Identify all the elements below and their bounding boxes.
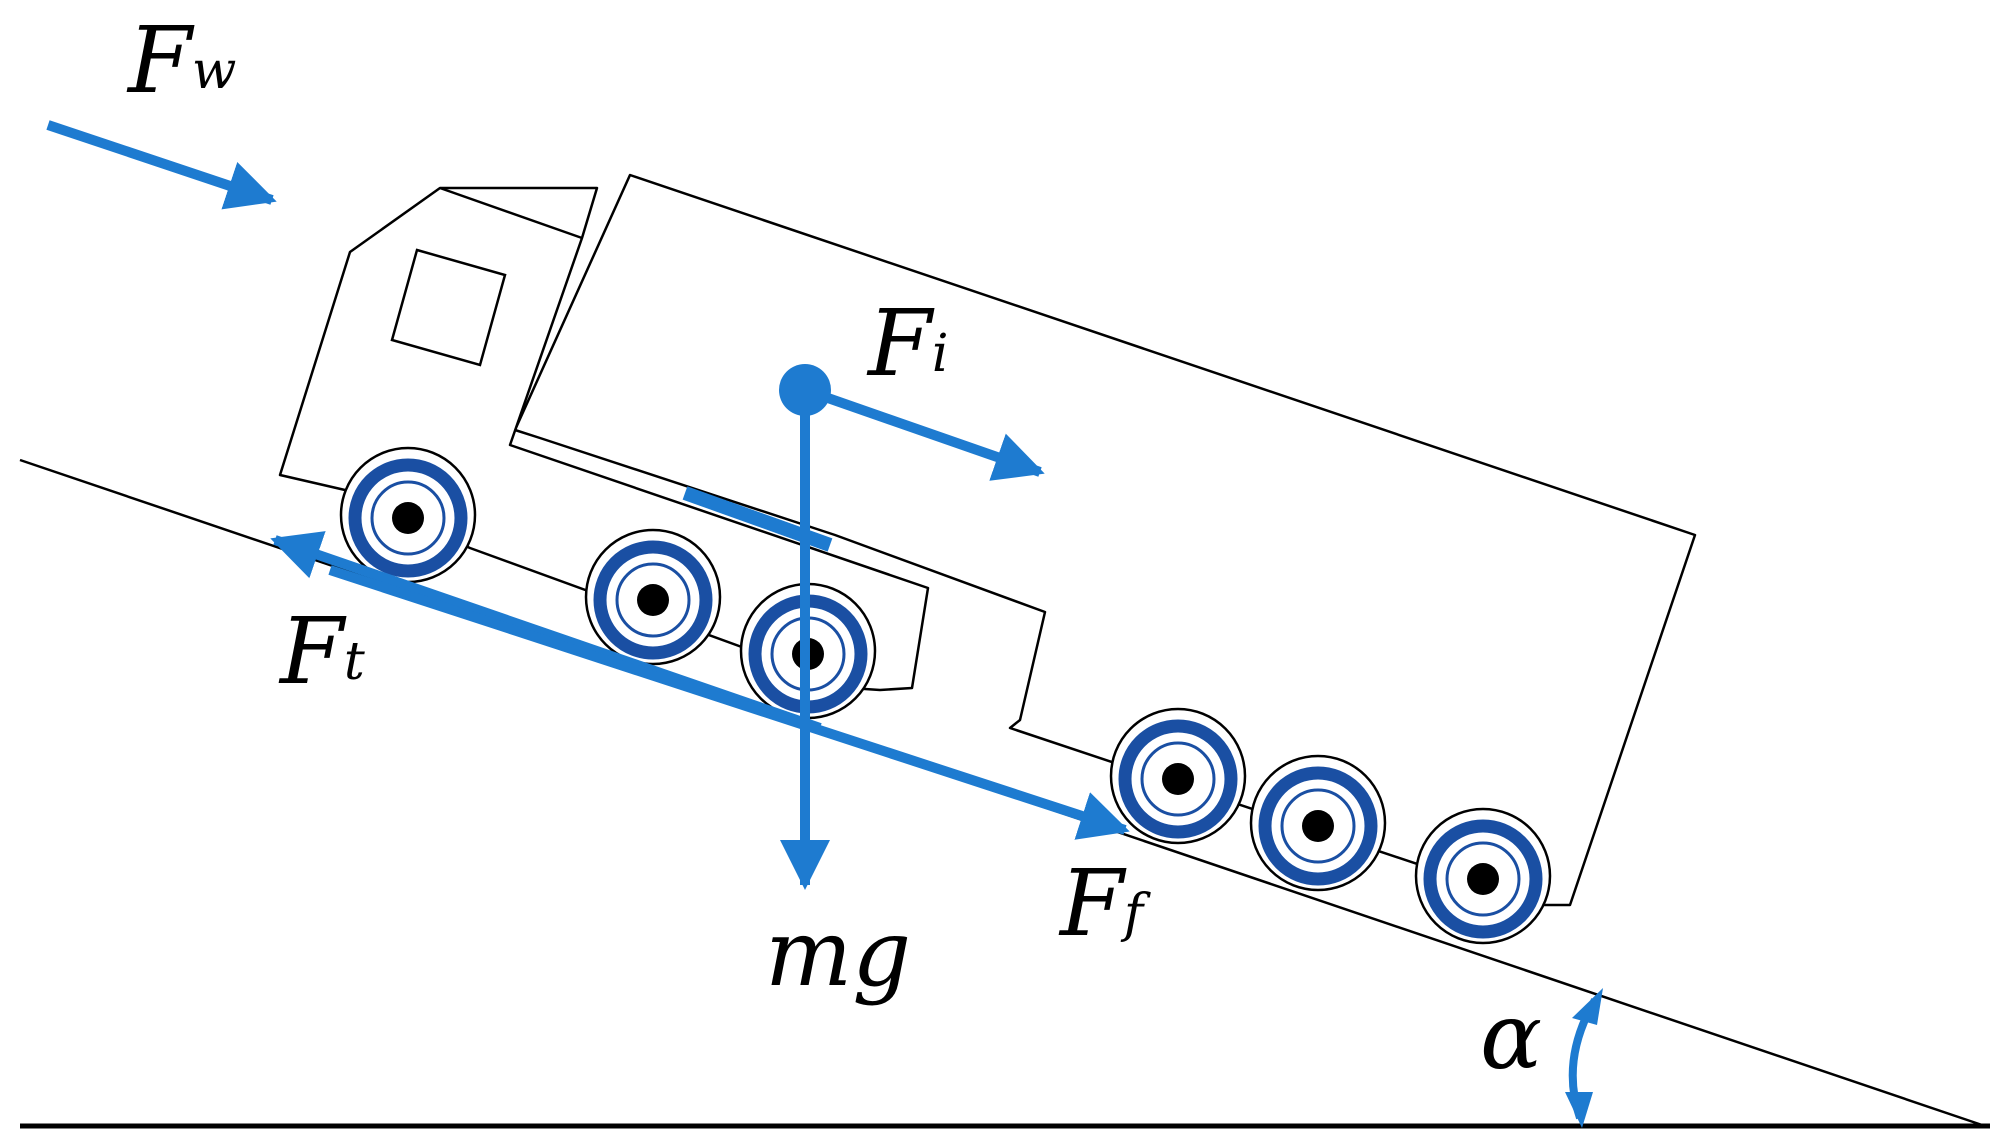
wheel-trailer-1 — [1109, 707, 1247, 845]
angle-label: α — [1480, 983, 1542, 1090]
wheel-front — [339, 446, 477, 584]
cab-window — [390, 248, 507, 367]
angle-arrowhead-top — [1572, 988, 1603, 1025]
inertia-force-label: Fi — [866, 290, 948, 397]
wheel-tractor-1 — [584, 528, 722, 666]
trailer-box — [513, 173, 1697, 907]
gravity-label: mg — [765, 900, 911, 1007]
wind-force-arrow — [46, 120, 277, 210]
wind-force-label: Fw — [126, 7, 236, 114]
friction-force-arrow — [328, 565, 1130, 840]
wheel-trailer-3 — [1414, 807, 1552, 945]
center-of-mass-dot — [779, 364, 831, 416]
traction-force-label: Ft — [278, 598, 365, 705]
wheel-trailer-2 — [1249, 754, 1387, 892]
friction-force-label: Ff — [1058, 850, 1151, 957]
cab-roof-line — [439, 186, 583, 240]
inertia-force-arrow — [803, 385, 1045, 481]
angle-arrowhead-bottom — [1565, 1092, 1593, 1128]
